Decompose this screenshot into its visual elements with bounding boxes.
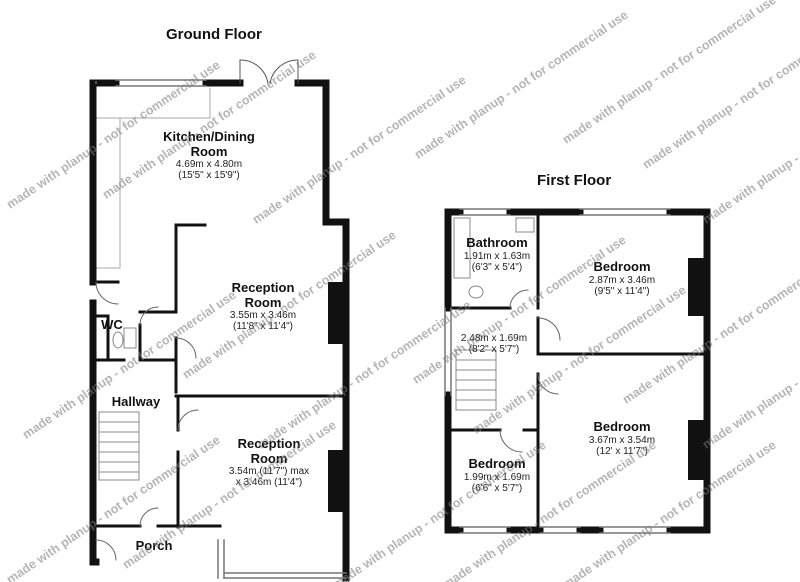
ground-stairs [98, 411, 140, 481]
ground-outer-walls [89, 79, 350, 582]
reception-room-1-dims-imperial: (11'8" x 11'4") [232, 321, 294, 333]
first-outer-walls [444, 208, 711, 534]
bedroom-2-dims-imperial: (12' x 11'7") [596, 445, 648, 457]
kitchen-name: Kitchen/Dining [163, 129, 255, 144]
ground-internal-walls [94, 223, 348, 529]
bedroom-3-name: Bedroom [468, 456, 526, 471]
bedroom-3-dims-imperial: (6'6" x 5'7") [471, 482, 523, 494]
bedroom-1-label: Bedroom 2.87m x 3.46m (9'5" x 11'4") [588, 259, 656, 297]
reception-room-1-name-line2: Room [244, 294, 282, 310]
bedroom-2-label: Bedroom 3.67m x 3.54m (12' x 11'7") [588, 419, 656, 457]
kitchen-label: Kitchen/Dining Room 4.69m x 4.80m (15'5"… [163, 129, 255, 182]
first-windows [444, 208, 671, 534]
bathroom-label: Bathroom 1.91m x 1.63m (6'3" x 5'4") [463, 235, 531, 273]
first-floor-plan [444, 208, 711, 534]
bedroom-2-name: Bedroom [593, 419, 651, 434]
first-internal-walls [448, 212, 709, 532]
reception-room-1-label: Reception Room 3.55m x 3.46m (11'8" x 11… [229, 280, 297, 333]
landing-label: 2.48m x 1.69m (8'2" x 5'7") [461, 333, 527, 355]
reception-room-1-name: Reception [231, 280, 295, 295]
hallway-label: Hallway [111, 394, 161, 410]
bedroom-3-dims: 1.99m x 1.69m [463, 471, 531, 483]
reception-room-2-label: Reception Room 3.54m (11'7") max x 3.46m… [228, 436, 310, 489]
reception-room-2-dims: 3.54m (11'7") max [228, 466, 310, 478]
ground-french-doors [239, 59, 299, 84]
bedroom-1-dims-imperial: (9'5" x 11'4") [594, 285, 650, 297]
bathroom-fixtures [453, 217, 535, 299]
wc-name: WC [101, 317, 123, 332]
first-door-swings [499, 289, 561, 453]
first-stairs [455, 349, 497, 411]
bathroom-name: Bathroom [466, 235, 528, 250]
ground-chimney-breasts [328, 282, 344, 512]
reception-room-1-dims: 3.55m x 3.46m [229, 310, 297, 322]
bedroom-3-label: Bedroom 1.99m x 1.69m (6'6" x 5'7") [463, 456, 531, 494]
bathroom-dims-imperial: (6'3" x 5'4") [471, 261, 523, 273]
kitchen-dims: 4.69m x 4.80m [175, 159, 243, 171]
kitchen-name-line2: Room [190, 143, 228, 159]
bathroom-dims: 1.91m x 1.63m [463, 250, 531, 262]
ground-floor-title: Ground Floor [166, 26, 262, 43]
bedroom-1-dims: 2.87m x 3.46m [588, 274, 656, 286]
first-chimney-breasts [688, 258, 704, 480]
porch-label: Porch [135, 538, 173, 554]
kitchen-worktop [96, 87, 211, 269]
reception-room-2-name-line2: Room [250, 450, 288, 466]
ground-windows [95, 79, 347, 579]
bedroom-1-name: Bedroom [593, 259, 651, 274]
landing-dims-imperial: (8'2" x 5'7") [468, 344, 520, 356]
reception-room-2-name: Reception [237, 436, 301, 451]
hallway-name: Hallway [111, 394, 161, 409]
ground-floor-plan [89, 59, 350, 582]
first-floor-title: First Floor [537, 172, 612, 189]
kitchen-dims-imperial: (15'5" x 15'9") [178, 170, 240, 182]
landing-dims: 2.48m x 1.69m [460, 333, 528, 344]
porch-name: Porch [135, 538, 173, 553]
reception-room-2-dims-imperial: x 3.46m (11'4") [235, 477, 303, 489]
ground-door-swings [95, 281, 199, 561]
wc-label: WC [101, 317, 123, 333]
bedroom-2-dims: 3.67m x 3.54m [588, 434, 656, 446]
wc-fixtures [112, 327, 137, 349]
